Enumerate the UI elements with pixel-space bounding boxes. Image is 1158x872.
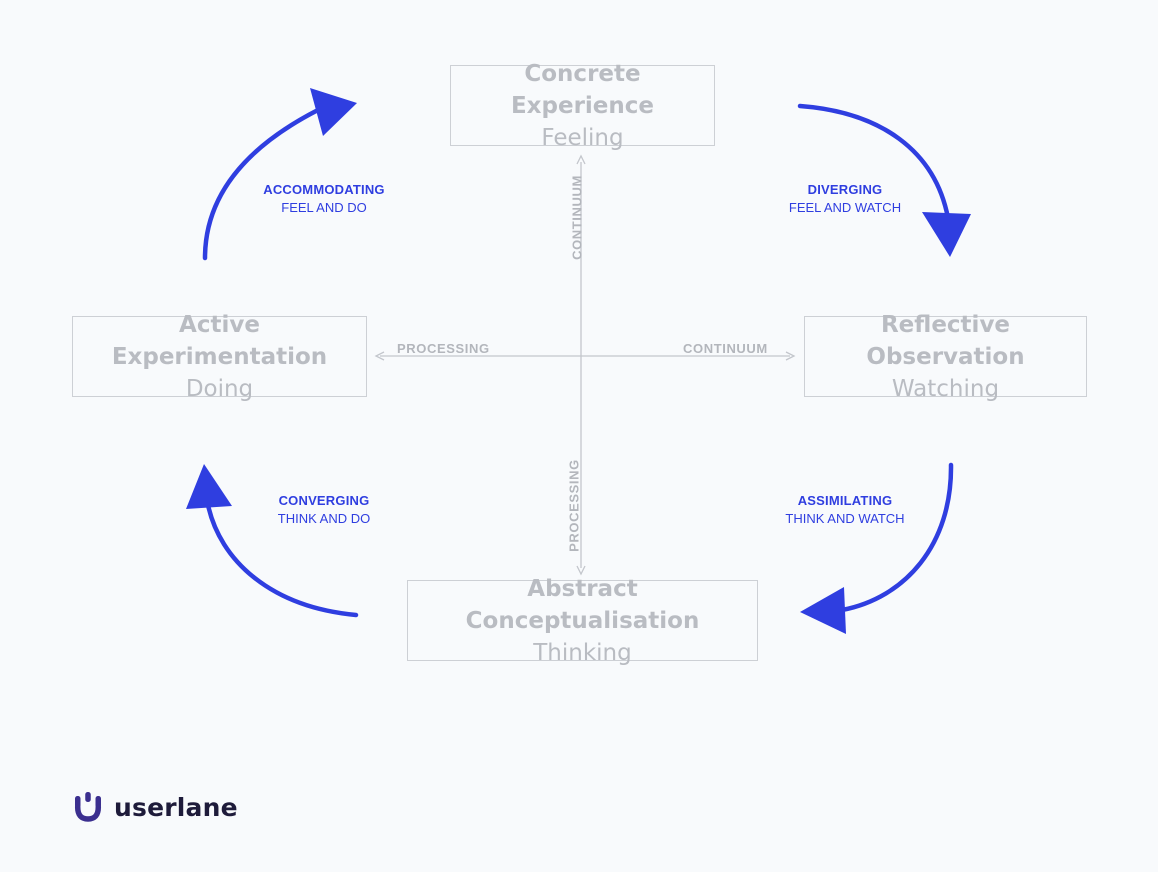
- axis-label-vertical-bottom: PROCESSING: [566, 459, 582, 552]
- box-concrete-experience-subtitle: Feeling: [541, 124, 624, 151]
- userlane-logo: userlane: [74, 792, 238, 822]
- converging-arrow: [205, 502, 359, 618]
- style-accommodating-name: ACCOMMODATING: [263, 182, 385, 197]
- style-diverging-desc: FEEL AND WATCH: [788, 200, 902, 215]
- style-converging-desc: THINK AND DO: [277, 511, 371, 526]
- userlane-logo-icon: [74, 792, 102, 822]
- vertical-axis-arrowhead-top: [576, 154, 586, 165]
- axis-label-horizontal-left: PROCESSING: [397, 341, 490, 356]
- box-active-experimentation-subtitle: Doing: [185, 375, 254, 402]
- box-abstract-conceptualisation-title: Abstract Conceptualisation: [465, 575, 700, 634]
- style-assimilating: ASSIMILATING THINK AND WATCH: [765, 492, 925, 528]
- accommodating-arrowhead: [310, 88, 357, 136]
- axis-label-vertical-top: CONTINUUM: [569, 175, 585, 260]
- box-concrete-experience: Concrete Experience Feeling: [450, 61, 715, 151]
- box-concrete-experience-title: Concrete Experience: [510, 60, 655, 119]
- box-reflective-observation: Reflective Observation Watching: [804, 312, 1087, 402]
- assimilating-arrowhead: [800, 587, 846, 634]
- box-abstract-conceptualisation-subtitle: Thinking: [533, 639, 632, 666]
- userlane-logo-text: userlane: [114, 792, 238, 822]
- diverging-arrow: [797, 103, 951, 221]
- style-assimilating-desc: THINK AND WATCH: [785, 511, 905, 526]
- axis-label-horizontal-right: CONTINUUM: [683, 341, 768, 356]
- style-assimilating-name: ASSIMILATING: [797, 493, 893, 508]
- horizontal-axis-arrowhead-left: [374, 351, 385, 361]
- box-active-experimentation-title: Active Experimentation: [111, 311, 328, 370]
- box-active-experimentation: Active Experimentation Doing: [72, 312, 367, 402]
- style-diverging: DIVERGING FEEL AND WATCH: [765, 181, 925, 217]
- assimilating-arrow: [839, 462, 954, 613]
- style-accommodating: ACCOMMODATING FEEL AND DO: [244, 181, 404, 217]
- horizontal-axis-arrowhead-right: [785, 351, 796, 361]
- style-converging-name: CONVERGING: [278, 493, 370, 508]
- box-reflective-observation-subtitle: Watching: [891, 375, 1000, 402]
- style-diverging-name: DIVERGING: [807, 182, 883, 197]
- style-accommodating-desc: FEEL AND DO: [281, 200, 367, 215]
- box-abstract-conceptualisation: Abstract Conceptualisation Thinking: [407, 576, 758, 666]
- converging-arrowhead: [186, 464, 232, 509]
- vertical-axis-arrowhead-bottom: [576, 565, 586, 576]
- diverging-arrowhead: [922, 212, 971, 257]
- style-converging: CONVERGING THINK AND DO: [244, 492, 404, 528]
- accommodating-arrow: [202, 107, 321, 261]
- box-reflective-observation-title: Reflective Observation: [866, 311, 1025, 370]
